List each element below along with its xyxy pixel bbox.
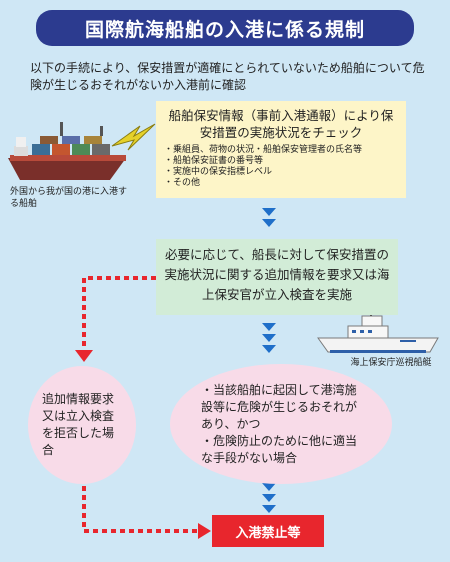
security-info-list: ・乗組員、荷物の状況・船舶保安管理者の氏名等 ・船舶保安証書の番号等 ・実施中の… bbox=[164, 145, 398, 189]
cargo-ship-illustration bbox=[8, 122, 126, 180]
condition-item: ・当該船舶に起因して港湾施設等に危険が生じるおそれがあり、かつ bbox=[201, 382, 358, 431]
security-info-box: 船舶保安情報（事前入港通報）により保安措置の実施状況をチェック ・乗組員、荷物の… bbox=[156, 101, 406, 198]
patrol-caption: 海上保安庁巡視船艇 bbox=[350, 358, 432, 368]
security-info-item: ・船舶保安証書の番号等 bbox=[164, 156, 264, 166]
refusal-ellipse: 追加情報要求又は立入検査を拒否した場合 bbox=[28, 366, 136, 484]
action-box: 必要に応じて、船長に対して保安措置の実施状況に関する追加情報を要求又は海上保安官… bbox=[156, 239, 398, 315]
down-arrow-1 bbox=[262, 208, 276, 227]
ban-path bbox=[82, 486, 200, 533]
intro-text: 以下の手続により、保安措置が適確にとられていないため船舶について危険が生じるおそ… bbox=[30, 61, 425, 92]
conditions-ellipse: ・当該船舶に起因して港湾施設等に危険が生じるおそれがあり、かつ ・危険防止のため… bbox=[170, 364, 392, 484]
ship-caption: 外国から我が国の港に入港する船舶 bbox=[10, 187, 128, 209]
refusal-arrowhead bbox=[75, 350, 93, 362]
page-title: 国際航海船舶の入港に係る規制 bbox=[36, 10, 414, 46]
security-info-heading: 船舶保安情報（事前入港通報）により保安措置の実施状況をチェック bbox=[168, 108, 394, 140]
condition-item: ・危険防止のために他に適当な手段がない場合 bbox=[201, 433, 358, 465]
security-info-item: ・乗組員、荷物の状況・船舶保安管理者の氏名等 bbox=[164, 145, 363, 155]
refusal-text: 追加情報要求又は立入検査を拒否した場合 bbox=[42, 392, 115, 457]
conditions-list: ・当該船舶に起因して港湾施設等に危険が生じるおそれがあり、かつ ・危険防止のため… bbox=[201, 382, 361, 467]
security-info-item: ・実施中の保安指標レベル bbox=[164, 167, 273, 177]
refusal-path bbox=[82, 276, 156, 352]
lightning-icon bbox=[111, 123, 156, 151]
ban-arrowhead bbox=[198, 523, 211, 539]
entry-ban-box: 入港禁止等 bbox=[212, 515, 324, 547]
down-arrow-3 bbox=[262, 483, 276, 513]
security-info-item: ・その他 bbox=[164, 178, 201, 188]
down-arrow-2 bbox=[262, 323, 276, 353]
